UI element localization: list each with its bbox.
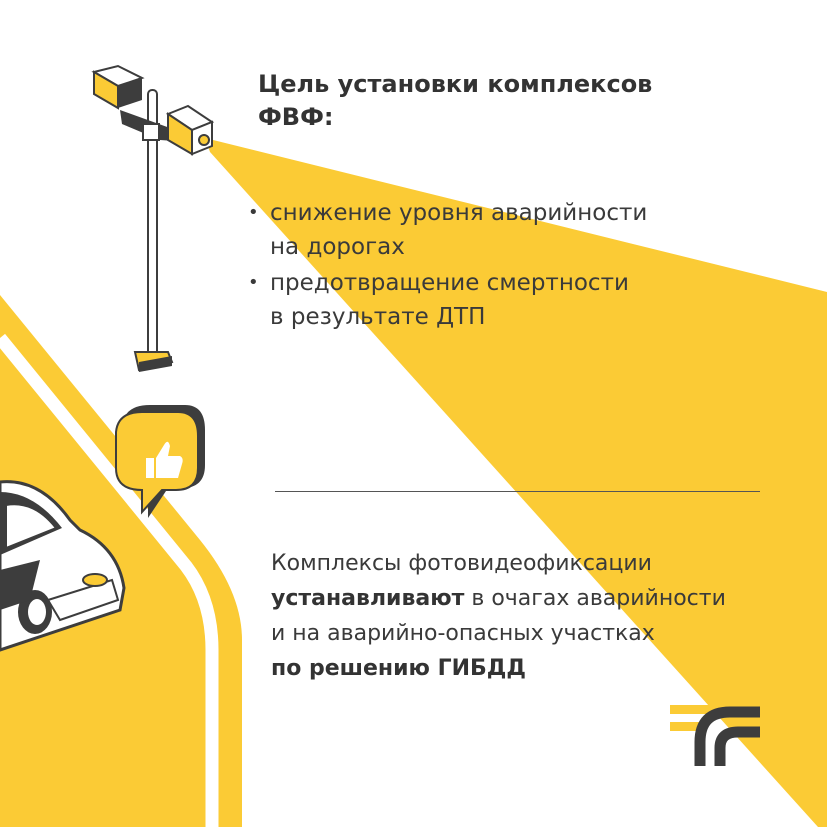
list-item: снижение уровня аварийности на дорогах bbox=[248, 196, 690, 264]
list-item: предотвращение смертности в результате Д… bbox=[248, 266, 690, 334]
note-line: устанавливают в очагах аварийности bbox=[271, 581, 791, 616]
note-text: в очагах аварийности bbox=[464, 586, 726, 611]
goal-text: предотвращение смертности bbox=[270, 270, 629, 296]
goal-text: снижение уровня аварийности bbox=[270, 200, 648, 226]
note-bold: по решению ГИБДД bbox=[271, 656, 526, 681]
logo-icon bbox=[670, 705, 760, 766]
goal-text: на дорогах bbox=[270, 234, 405, 260]
note-line: по решению ГИБДД bbox=[271, 651, 791, 686]
title-line: ФВФ: bbox=[258, 103, 334, 131]
goal-text: в результате ДТП bbox=[270, 304, 486, 330]
thumbs-up-icon bbox=[115, 405, 205, 518]
road bbox=[0, 295, 242, 827]
car-icon bbox=[0, 480, 126, 652]
goals-list: снижение уровня аварийности на дорогах п… bbox=[248, 196, 690, 336]
note-line: Комплексы фотовидеофиксации bbox=[271, 551, 652, 576]
title-line: Цель установки комплексов bbox=[258, 70, 653, 98]
divider bbox=[275, 491, 760, 492]
note-bold: устанавливают bbox=[271, 586, 465, 611]
note-line: и на аварийно-опасных участках bbox=[271, 621, 655, 646]
page-title: Цель установки комплексов ФВФ: bbox=[258, 68, 678, 134]
note-paragraph: Комплексы фотовидеофиксации устанавливаю… bbox=[271, 546, 791, 686]
road-lane-line bbox=[0, 333, 219, 827]
camera-pole-icon bbox=[91, 64, 215, 372]
